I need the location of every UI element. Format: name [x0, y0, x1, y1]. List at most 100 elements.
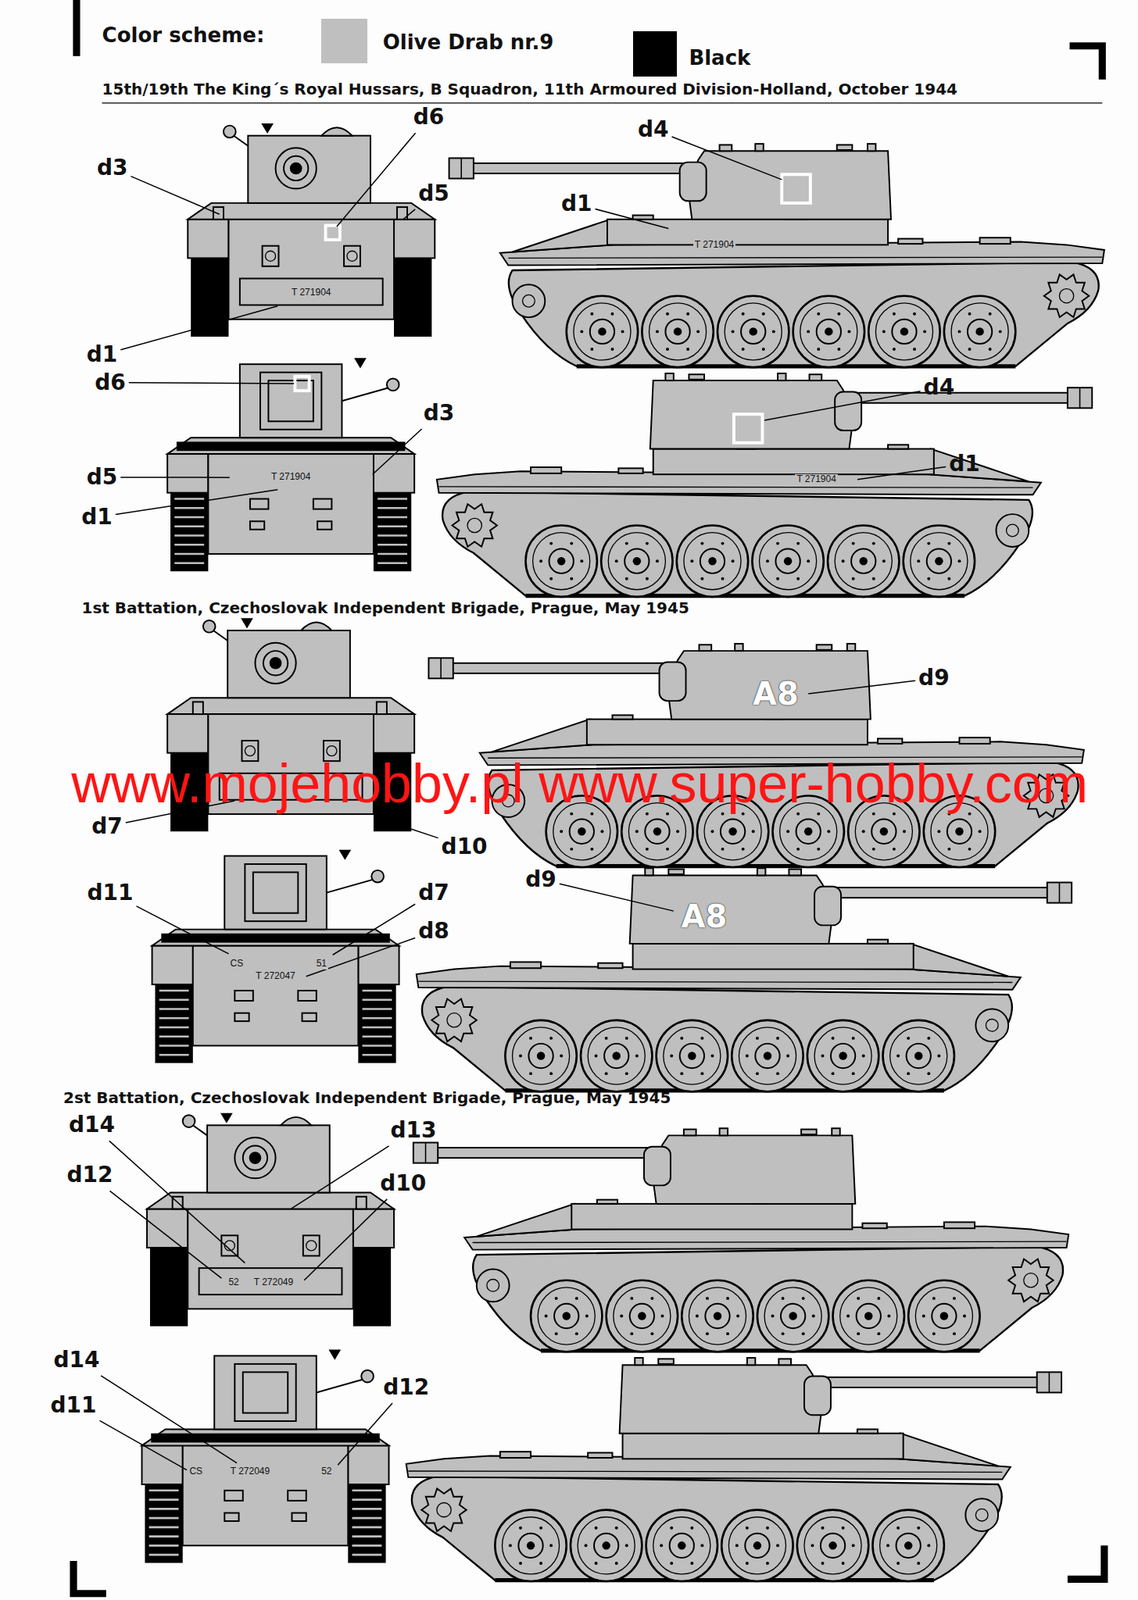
callout-number: d4	[637, 117, 670, 143]
wheel-rim	[840, 1288, 898, 1346]
mudguard	[373, 454, 415, 494]
leader-line	[115, 490, 278, 516]
glacis-plate	[908, 944, 1009, 977]
wheel-bolt	[629, 1297, 634, 1301]
muzzle-slot	[1079, 387, 1081, 408]
mudguard	[357, 946, 399, 986]
wheel-bolt	[659, 1544, 663, 1548]
stowage-box	[633, 215, 654, 220]
turret-fitting	[801, 1130, 817, 1136]
wheel-axle	[687, 1052, 696, 1060]
wheel-bolt	[611, 312, 615, 316]
rear-box	[302, 1013, 317, 1022]
vision-vane	[354, 357, 367, 369]
gun-barrel	[471, 163, 690, 174]
wheel-bolt	[745, 1562, 749, 1566]
wheel-bolt	[851, 577, 856, 581]
mudguard	[146, 1209, 188, 1249]
muzzle-brake	[428, 658, 453, 679]
antenna-base	[361, 1370, 374, 1384]
antenna-base	[386, 378, 400, 391]
wheel-bolt	[575, 1297, 579, 1301]
wheel-bolt	[812, 1315, 816, 1319]
wheel-bolt	[872, 577, 876, 581]
legend-title: Color scheme:	[102, 24, 265, 48]
wheel-bolt	[645, 542, 649, 546]
wheel-bolt	[988, 347, 992, 351]
antenna-base	[203, 620, 216, 634]
mantlet-ring	[263, 651, 288, 676]
muzzle-brake	[1037, 1372, 1062, 1393]
wheel-hub	[518, 1534, 543, 1559]
wheel-bolt	[771, 1315, 775, 1319]
wheel-hub	[906, 1044, 931, 1069]
leader-line	[403, 826, 439, 839]
wheel-bolt	[690, 559, 694, 563]
unit-sign: 51	[314, 959, 329, 970]
wheel-bolt	[559, 830, 563, 834]
wheel-bolt	[686, 312, 690, 316]
track-link	[149, 1535, 179, 1539]
track-link	[149, 1517, 179, 1521]
wheel-bolt	[569, 848, 573, 852]
wheel-hub	[780, 1304, 806, 1329]
wheel-bolt	[923, 329, 927, 333]
wheel-bolt	[916, 1527, 920, 1531]
rear-box	[250, 521, 265, 530]
road-wheel	[641, 296, 713, 368]
track	[353, 1245, 391, 1327]
gun-mantlet	[679, 162, 707, 202]
square-decal	[733, 414, 763, 444]
turret-fitting	[683, 1130, 697, 1137]
hull-deck	[167, 437, 415, 455]
wheel-bolt	[882, 559, 886, 563]
callout-number: d3	[96, 155, 129, 181]
turret-door	[244, 864, 306, 922]
turret-code: A8	[681, 898, 728, 935]
wheel-bolt	[549, 542, 553, 546]
stowage-box	[500, 1452, 531, 1459]
wheel-hub	[891, 319, 917, 344]
registration-number: T 271904	[269, 472, 313, 484]
track-tread	[540, 1349, 981, 1353]
stowage-box	[611, 715, 633, 720]
wheel-bolt	[776, 1072, 780, 1076]
turret-fitting	[847, 644, 856, 652]
wheel-bolt	[711, 1055, 715, 1059]
track-link	[149, 1499, 179, 1502]
vision-vane	[220, 1113, 233, 1124]
wheel-bolt	[741, 848, 745, 852]
idler-wheel	[476, 1269, 510, 1303]
mudguard	[347, 1445, 389, 1486]
wheel-rim	[683, 533, 741, 591]
rear-box	[234, 1013, 249, 1022]
registration-number: T 272047	[254, 971, 298, 983]
leader-line	[304, 1199, 387, 1282]
muzzle-brake	[449, 157, 474, 179]
wheel-bolt	[549, 1037, 553, 1041]
wheel-bolt	[786, 1055, 790, 1059]
track-link	[377, 543, 408, 547]
wheel-bolt	[801, 1332, 806, 1336]
track-link	[362, 1008, 393, 1011]
turret	[207, 1125, 330, 1193]
exhaust-grille	[176, 441, 406, 451]
road-wheel	[566, 296, 638, 368]
leader-line	[336, 132, 416, 227]
section-heading: 2st Battation, Czechoslovak Independent …	[63, 1089, 671, 1108]
vision-vane	[240, 618, 254, 629]
gun-barrel	[436, 1148, 655, 1159]
wheel-hub	[604, 1044, 629, 1069]
leader-line	[672, 136, 783, 180]
leader-line	[110, 1191, 222, 1279]
wheel-rim	[512, 1027, 570, 1085]
fender-edge	[439, 486, 1034, 488]
wheel-bolt	[831, 1037, 835, 1041]
vision-vane	[339, 850, 352, 861]
wheel-bolt	[762, 312, 766, 316]
wheel-bolt	[721, 542, 725, 546]
wheel-bolt	[872, 542, 876, 546]
wheel-axle	[859, 557, 868, 566]
wheel-axle	[940, 1312, 949, 1321]
gun-mantlet	[834, 391, 862, 431]
